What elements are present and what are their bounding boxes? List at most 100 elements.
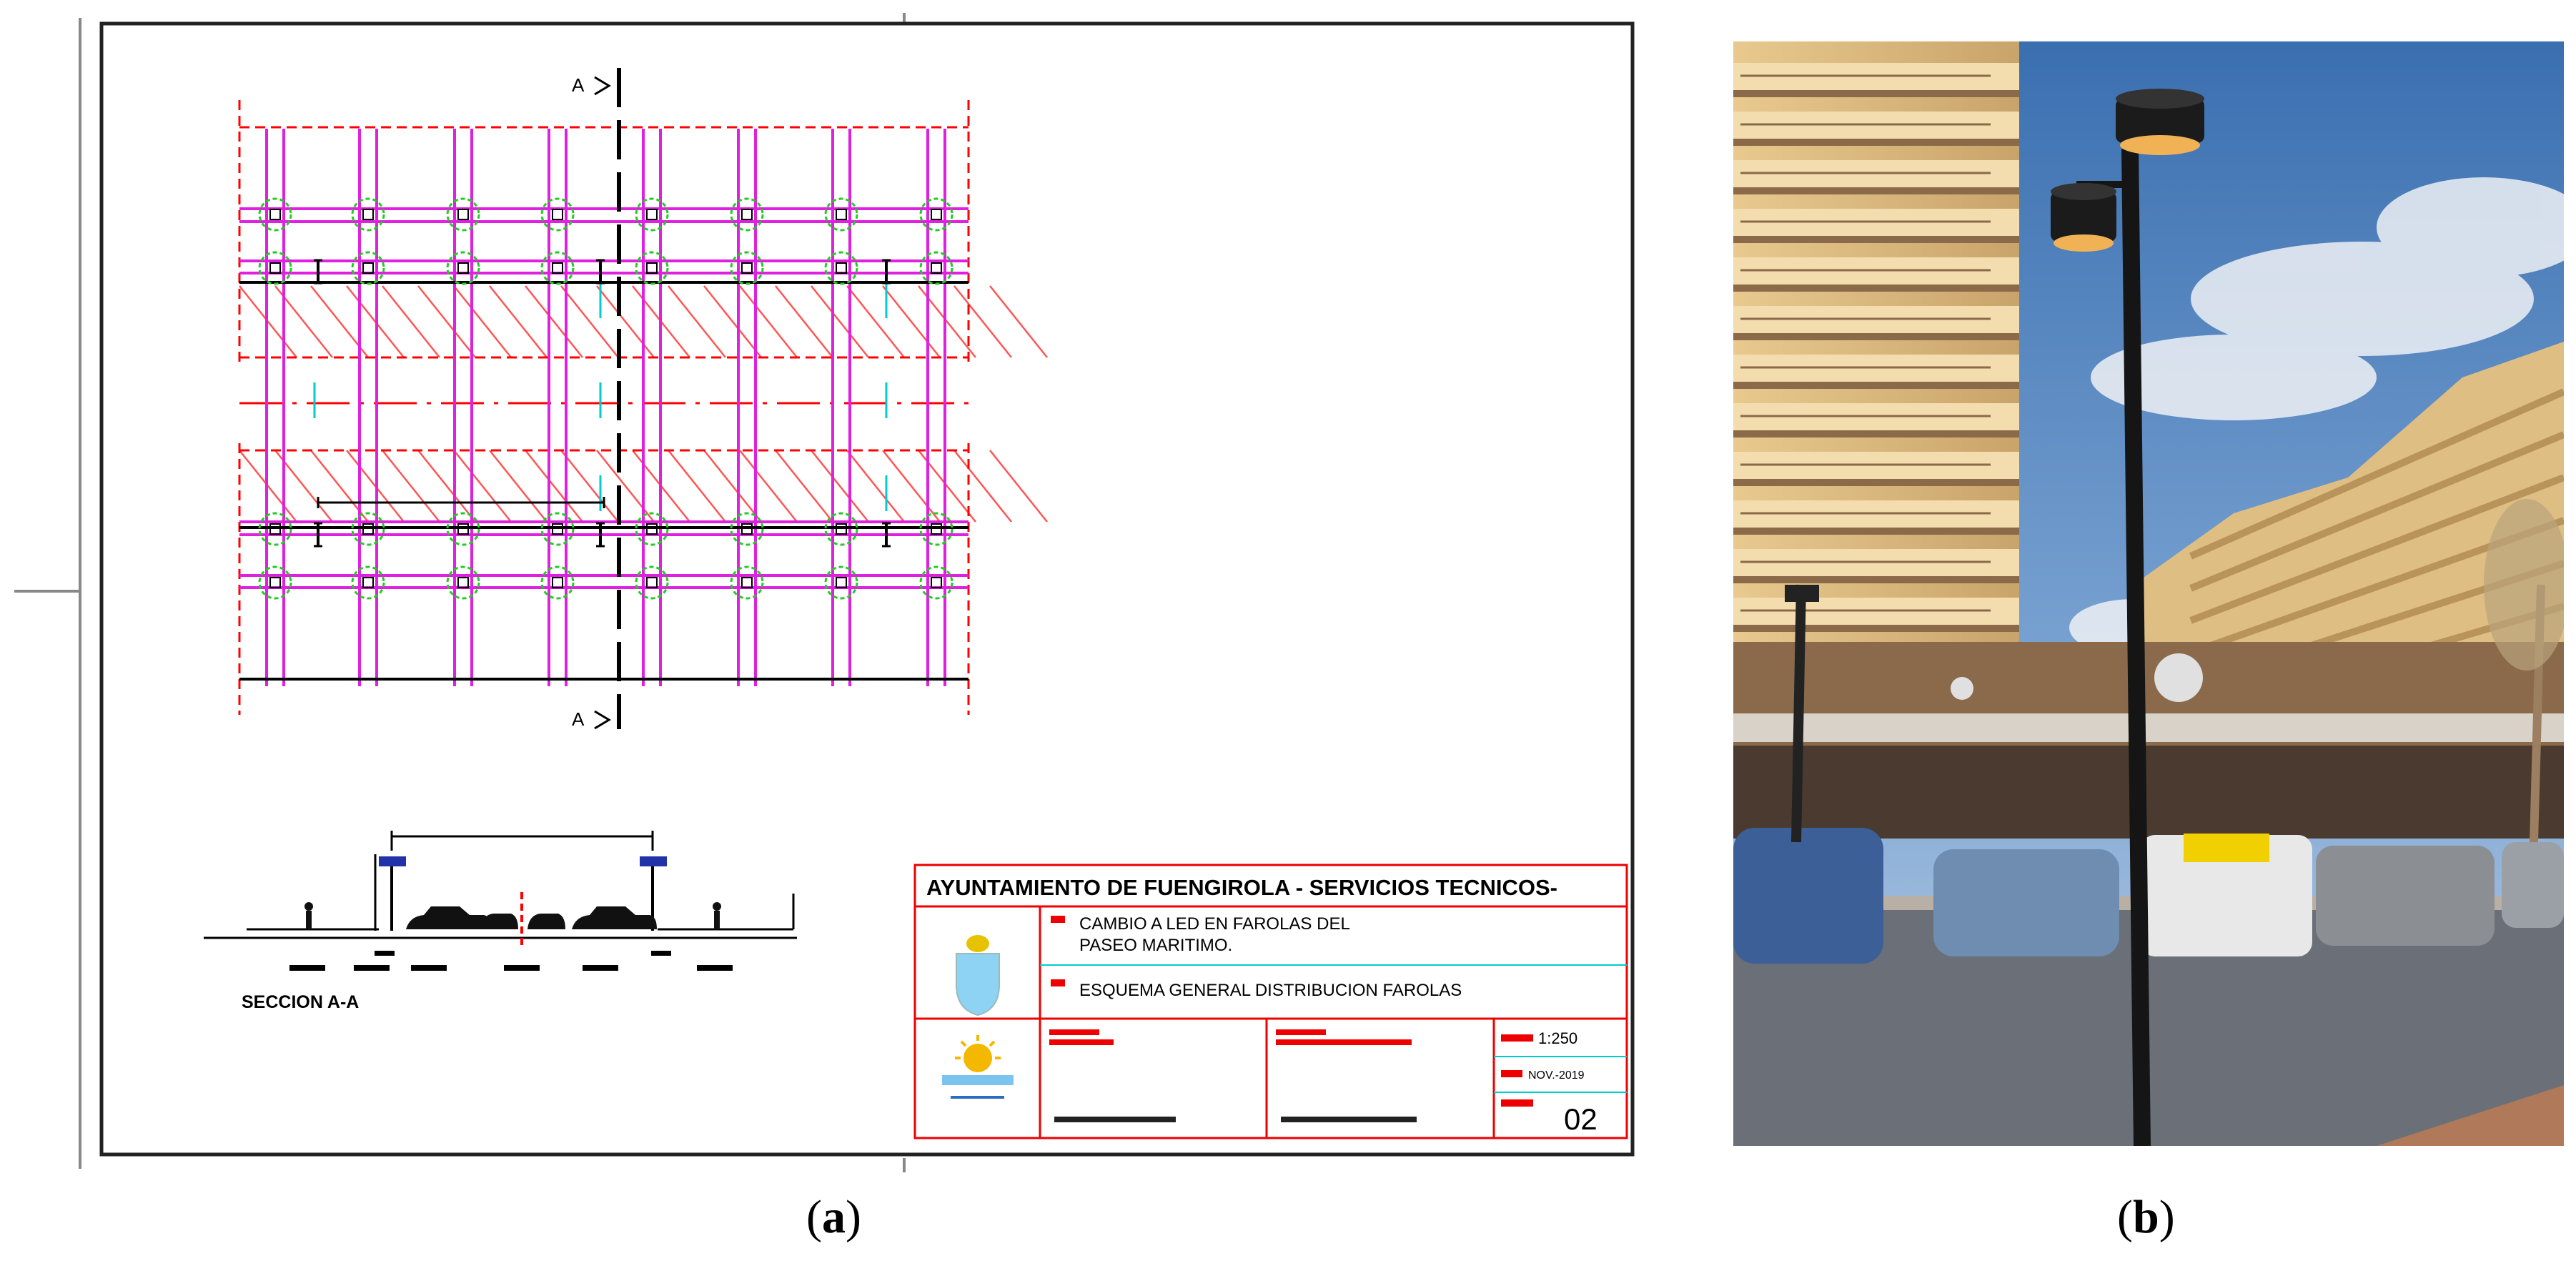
plano-tag xyxy=(1051,979,1065,986)
lamp-base-icon xyxy=(741,209,753,220)
distant-lamp-post xyxy=(1791,584,1806,843)
lamp-head-right-icon xyxy=(640,856,667,866)
tree-icon xyxy=(2484,499,2570,671)
lamp-location-icon xyxy=(446,197,480,232)
car-grey-icon xyxy=(2316,846,2495,946)
lamp-base-icon xyxy=(646,523,658,535)
right-balcony-line xyxy=(2189,474,2565,624)
lamp-base-icon xyxy=(931,262,942,274)
lamp-location-icon xyxy=(540,251,575,285)
hatch-line xyxy=(668,285,726,358)
lamp-head-left-icon xyxy=(379,856,406,866)
lamp-location-icon xyxy=(351,197,385,232)
lamp-base-icon xyxy=(646,262,658,274)
lamp-location-icon xyxy=(824,512,858,546)
hatch-line xyxy=(775,450,833,523)
lamp-location-icon xyxy=(635,512,669,546)
planter xyxy=(2377,1085,2564,1146)
lamp-base-icon xyxy=(362,577,374,588)
hatch-line xyxy=(739,450,798,523)
escala-value: 1:250 xyxy=(1538,1029,1577,1047)
lamp-location-icon xyxy=(730,512,764,546)
balcony-shadow xyxy=(1733,285,2019,292)
balcony-shadow xyxy=(1733,625,2019,632)
lamp-base-icon xyxy=(646,577,658,588)
satellite-dish-small-icon xyxy=(1951,677,1973,700)
escala-tag xyxy=(1501,1034,1533,1042)
hatch-line xyxy=(560,450,619,523)
signer-1-tag xyxy=(1049,1029,1099,1035)
distant-lamp-head-icon xyxy=(1785,585,1819,602)
sun-logo-icon xyxy=(942,1035,1014,1099)
lamp-location-icon xyxy=(446,251,480,285)
lamp-location-icon xyxy=(351,251,385,285)
lamp-base-icon xyxy=(362,209,374,220)
van-sign xyxy=(2184,834,2269,862)
coat-of-arms-icon xyxy=(956,935,1000,1017)
lane-dim-label xyxy=(411,965,447,971)
hatch-line xyxy=(846,285,905,358)
plano-title: ESQUEMA GENERAL DISTRIBUCION FAROLAS xyxy=(1079,981,1462,1000)
section-marker-top: A xyxy=(572,74,585,96)
section-label: SECCION A-A xyxy=(242,992,359,1012)
lamp-base-icon xyxy=(552,262,563,274)
hatch-line xyxy=(525,450,583,523)
lamp-location-icon xyxy=(919,565,953,600)
hatch-line xyxy=(382,450,440,523)
lamp-location-icon xyxy=(635,565,669,600)
shop-signboard xyxy=(1733,713,2564,742)
lamp-base-icon xyxy=(269,209,281,220)
hatch-line xyxy=(703,285,762,358)
lane-dim-label xyxy=(504,965,540,971)
title-block-header: AYUNTAMIENTO DE FUENGIROLA - SERVICIOS T… xyxy=(926,875,1557,900)
pedestrian-left-body xyxy=(306,911,312,929)
right-building xyxy=(2134,342,2564,713)
lamp-location-icon xyxy=(824,251,858,285)
car-blue-icon xyxy=(1733,828,1883,964)
satellite-dish-icon xyxy=(2154,653,2203,702)
hatch-line xyxy=(882,285,941,358)
lamp-location-icon xyxy=(919,197,953,232)
caption-a-letter: a xyxy=(821,1191,846,1243)
balcony-shadow xyxy=(1733,187,2019,194)
lamp-base-icon xyxy=(931,577,942,588)
obra-tag xyxy=(1051,916,1065,923)
lamp-location-icon xyxy=(730,565,764,600)
lamp-post xyxy=(2121,148,2151,1147)
hatch-line xyxy=(417,285,476,358)
lamp-head-lower-icon xyxy=(2051,183,2116,252)
hatch-line xyxy=(953,450,1012,523)
hatch-line xyxy=(953,285,1012,358)
lamp-base-icon xyxy=(741,523,753,535)
caption-b-letter: b xyxy=(2132,1191,2159,1243)
lamp-location-icon xyxy=(919,512,953,546)
lamp-location-icon xyxy=(351,565,385,600)
lamp-base-icon xyxy=(836,523,847,535)
section-lane-dimensions xyxy=(289,951,733,971)
balcony-shadow xyxy=(1733,576,2019,583)
signer-1-name xyxy=(1054,1117,1176,1122)
lamp-location-icon xyxy=(919,251,953,285)
section-arrow-top-icon xyxy=(594,76,611,96)
shop-windows xyxy=(1733,746,2564,839)
lamp-base-icon xyxy=(457,209,469,220)
lamp-location-icon xyxy=(446,512,480,546)
car-icon-3 xyxy=(527,914,565,929)
lamp-location-icon xyxy=(540,512,575,546)
lane-dim-label xyxy=(583,965,618,971)
caption-b: (b) xyxy=(2117,1191,2175,1243)
street-lamp-photo xyxy=(1733,41,2576,1147)
hatch-line xyxy=(846,450,905,523)
hatch-line xyxy=(489,285,548,358)
section-marker-bottom: A xyxy=(572,708,585,730)
balcony-shadow xyxy=(1733,528,2019,535)
lamp-base-icon xyxy=(269,523,281,535)
cad-drawing: A A xyxy=(14,13,1635,1172)
signer-1-role xyxy=(1049,1039,1114,1045)
lamp-location-icon xyxy=(351,512,385,546)
lamp-location-icon xyxy=(730,197,764,232)
signer-2-name xyxy=(1281,1117,1417,1122)
hatch-line xyxy=(453,285,512,358)
lamp-base-icon xyxy=(362,523,374,535)
hatch-line xyxy=(382,285,440,358)
